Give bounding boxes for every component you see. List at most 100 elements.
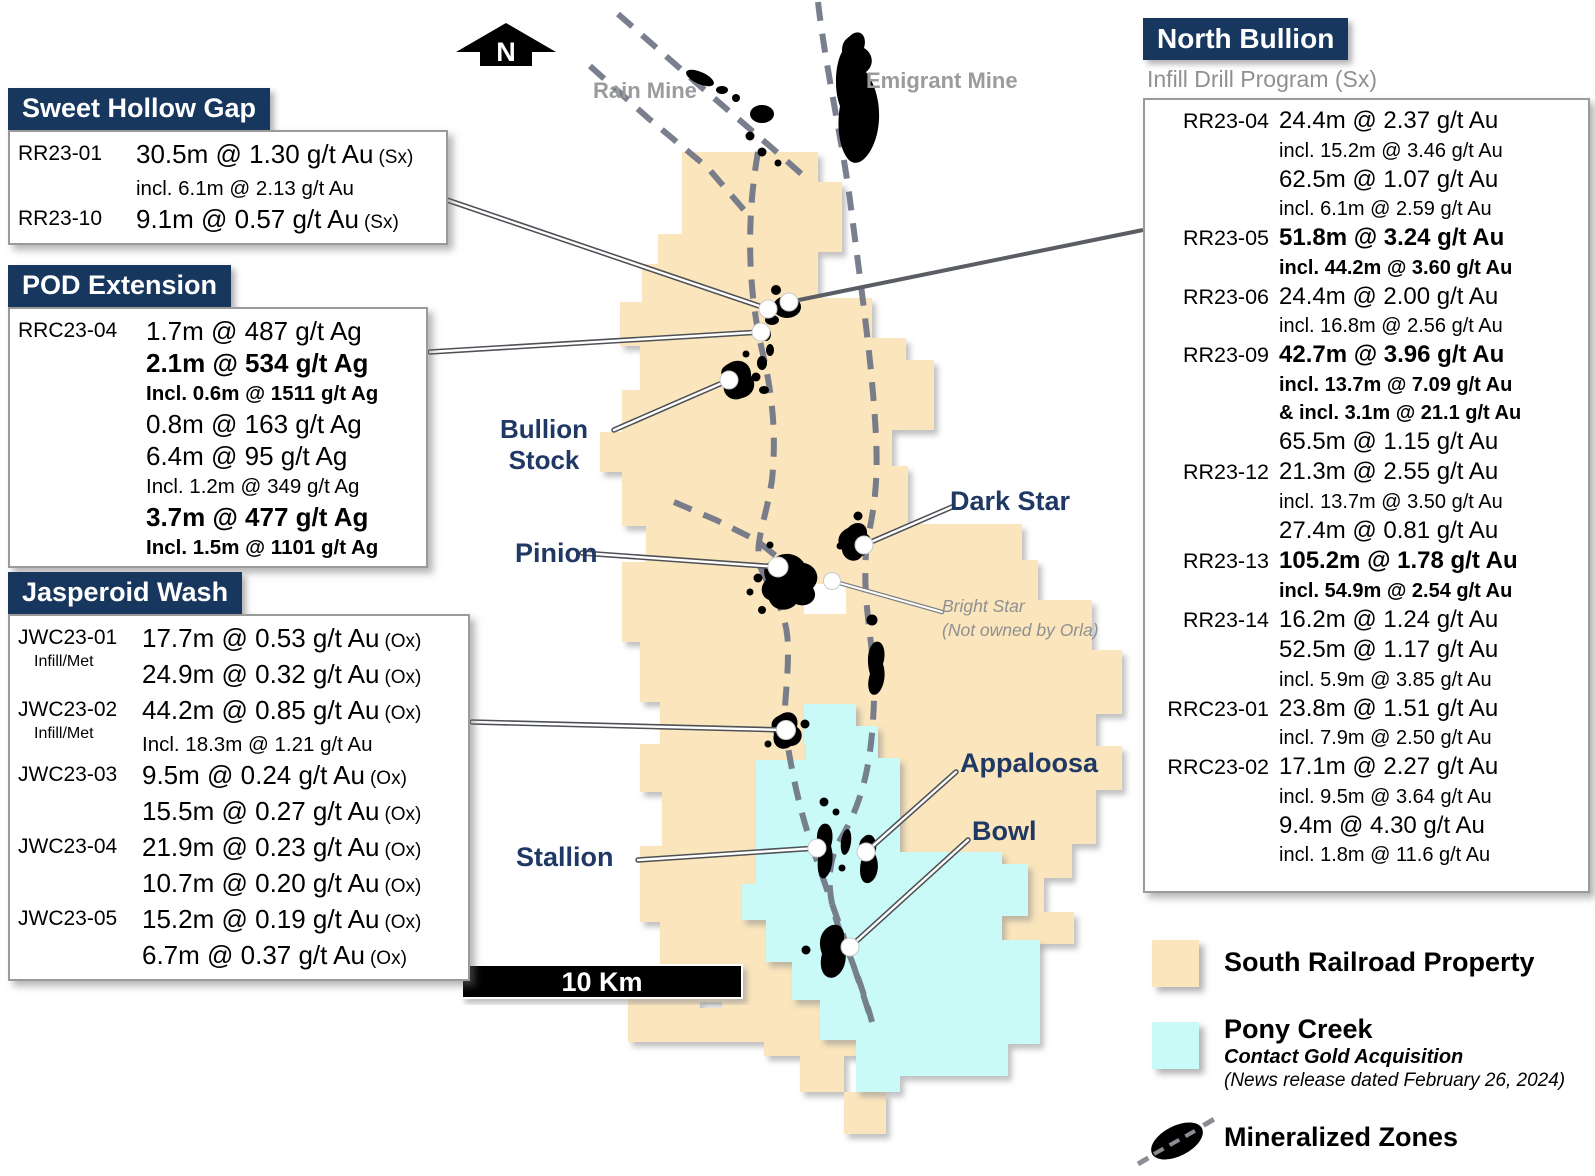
result-text: 6.7m @ 0.37 g/t Au	[142, 940, 365, 970]
result-text: 3.7m @ 477 g/t Ag	[146, 502, 369, 532]
jasperoid-wash-dot	[776, 720, 796, 740]
result-suffix: (Ox)	[384, 876, 422, 897]
result-line: incl. 9.5m @ 3.64 g/t Au	[1279, 783, 1580, 811]
pod-extension-header: POD Extension	[8, 265, 232, 307]
bowl-label: Bowl	[972, 816, 1037, 846]
result-line: 6.7m @ 0.37 g/t Au(Ox)	[142, 939, 460, 975]
result-text: 62.5m @ 1.07 g/t Au	[1279, 165, 1499, 193]
hole-id: RR23-09	[1182, 343, 1269, 367]
result-line: 23.8m @ 1.51 g/t Au	[1279, 694, 1580, 725]
result-text: Incl. 18.3m @ 1.21 g/t Au	[142, 733, 373, 756]
result-lines: 105.2m @ 1.78 g/t Au incl. 54.9m @ 2.54 g…	[1279, 546, 1580, 605]
mineralized-zones-label: Mineralized Zones	[1224, 1122, 1459, 1152]
pinion-dot	[767, 556, 789, 578]
result-text: 23.8m @ 1.51 g/t Au	[1279, 694, 1499, 722]
result-text: incl. 6.1m @ 2.59 g/t Au	[1279, 198, 1492, 220]
result-text: 42.7m @ 3.96 g/t Au	[1279, 341, 1505, 368]
result-text: 1.7m @ 487 g/t Ag	[146, 316, 362, 346]
result-line: 9.4m @ 4.30 g/t Au	[1279, 811, 1580, 842]
pony-creek-label: Pony Creek	[1224, 1014, 1373, 1044]
result-text: 21.9m @ 0.23 g/t Au	[142, 832, 380, 862]
result-text: 9.4m @ 4.30 g/t Au	[1279, 811, 1485, 839]
result-suffix: (Ox)	[384, 840, 422, 861]
hole-column: RR23-10	[18, 203, 136, 234]
stallion-label: Stallion	[516, 842, 614, 872]
result-text: Incl. 1.2m @ 349 g/t Ag	[146, 475, 360, 498]
result-text: 105.2m @ 1.78 g/t Au	[1279, 547, 1518, 574]
north-bullion-subtitle: Infill Drill Program (Sx)	[1147, 66, 1378, 92]
bright-star-dot	[823, 572, 841, 590]
bright-star-line1: Bright Star	[942, 596, 1025, 616]
east-trend-line	[815, 1, 880, 1023]
bright-star-leader	[829, 578, 945, 615]
result-text: 65.5m @ 1.15 g/t Au	[1279, 427, 1499, 455]
result-text: 30.5m @ 1.30 g/t Au	[136, 139, 374, 169]
result-line: 15.2m @ 0.19 g/t Au(Ox)	[142, 903, 460, 939]
result-line: incl. 13.7m @ 7.09 g/t Au	[1279, 371, 1580, 399]
result-line: 2.1m @ 534 g/t Ag	[146, 347, 418, 379]
south-railroad-label: South Railroad Property	[1224, 947, 1535, 977]
result-line: incl. 7.9m @ 2.50 g/t Au	[1279, 724, 1580, 752]
south-railroad-swatch	[1152, 940, 1199, 987]
pod-extension-dot	[751, 322, 771, 342]
result-text: 51.8m @ 3.24 g/t Au	[1279, 224, 1505, 251]
result-line: 42.7m @ 3.96 g/t Au	[1279, 340, 1580, 371]
result-line: incl. 44.2m @ 3.60 g/t Au	[1279, 254, 1580, 282]
result-text: incl. 1.8m @ 11.6 g/t Au	[1279, 844, 1491, 866]
hole-column: RRC23-02	[1153, 752, 1279, 782]
result-text: 6.4m @ 95 g/t Ag	[146, 441, 348, 471]
result-line: 27.4m @ 0.81 g/t Au	[1279, 516, 1580, 547]
result-line: & incl. 3.1m @ 21.1 g/t Au	[1279, 399, 1580, 427]
result-suffix: (Ox)	[384, 631, 422, 652]
result-lines: 44.2m @ 0.85 g/t Au(Ox)Incl. 18.3m @ 1.2…	[142, 694, 460, 759]
result-line: 17.7m @ 0.53 g/t Au(Ox)	[142, 622, 460, 658]
rain-mine-label: Rain Mine	[593, 78, 697, 103]
result-lines: 21.3m @ 2.55 g/t Au incl. 13.7m @ 3.50 g/…	[1279, 457, 1580, 546]
result-lines: 9.1m @ 0.57 g/t Au(Sx)	[136, 203, 438, 239]
result-line: 6.4m @ 95 g/t Ag	[146, 440, 418, 472]
pinion-label: Pinion	[515, 538, 598, 568]
hole-note: Infill/Met	[34, 653, 94, 670]
result-line: 30.5m @ 1.30 g/t Au(Sx)	[136, 138, 438, 174]
scale-bar: 10 Km	[461, 964, 743, 999]
result-text: incl. 54.9m @ 2.54 g/t Au	[1279, 579, 1513, 602]
result-text: incl. 13.7m @ 3.50 g/t Au	[1279, 490, 1503, 513]
result-text: incl. 44.2m @ 3.60 g/t Au	[1279, 256, 1513, 279]
hole-column: RR23-04	[1153, 106, 1279, 136]
hole-column: RR23-05	[1153, 223, 1279, 253]
leader-lines	[427, 197, 1144, 950]
hole-id: JWC23-04	[18, 835, 118, 858]
hole-id: RR23-10	[18, 207, 103, 230]
hole-id: RR23-12	[1182, 460, 1269, 484]
bowl-dot	[840, 937, 860, 957]
result-text: 24.4m @ 2.37 g/t Au	[1279, 107, 1499, 134]
result-suffix: (Sx)	[378, 147, 414, 168]
result-lines: 21.9m @ 0.23 g/t Au(Ox)10.7m @ 0.20 g/t …	[142, 831, 460, 903]
result-line: incl. 13.7m @ 3.50 g/t Au	[1279, 488, 1580, 516]
hole-column: RR23-01	[18, 138, 136, 169]
sweet-hollow-gap-header: Sweet Hollow Gap	[8, 88, 271, 130]
hole-column: JWC23-04	[18, 831, 142, 862]
result-text: incl. 6.1m @ 2.13 g/t Au	[136, 177, 354, 200]
bullion-stock-line1: Bullion	[499, 414, 589, 444]
drill-row: RR23-09 42.7m @ 3.96 g/t Au incl. 13.7m @ …	[1153, 340, 1580, 457]
result-lines: 42.7m @ 3.96 g/t Au incl. 13.7m @ 7.09 g/…	[1279, 340, 1580, 457]
result-line: 52.5m @ 1.17 g/t Au	[1279, 635, 1580, 666]
result-line: 17.1m @ 2.27 g/t Au	[1279, 752, 1580, 783]
result-text: 21.3m @ 2.55 g/t Au	[1279, 458, 1499, 485]
